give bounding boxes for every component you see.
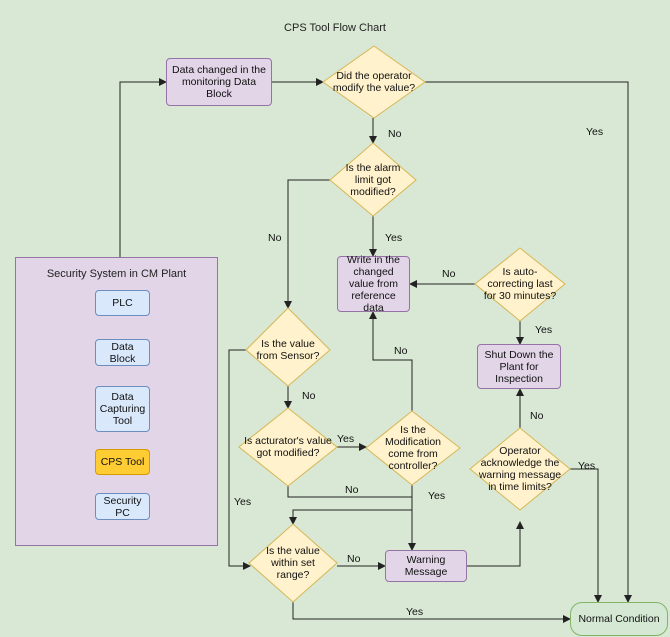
diamond-operator-ack xyxy=(469,427,571,511)
normal-condition-node: Normal Condition xyxy=(570,602,668,636)
label-alarm-yes: Yes xyxy=(385,232,403,244)
diamond-operator-modify xyxy=(322,45,426,119)
diamond-from-sensor xyxy=(245,307,331,387)
shut-down-node: Shut Down the Plant for Inspection xyxy=(477,344,561,389)
security-pc-node: Security PC xyxy=(95,493,150,520)
diamond-auto-correcting xyxy=(474,247,566,322)
label-operator-yes: Yes xyxy=(586,126,604,138)
edge-warning-to-ack xyxy=(467,521,524,567)
security-system-title: Security System in CM Plant xyxy=(46,268,187,280)
label-auto-yes: Yes xyxy=(535,324,553,336)
cps-tool-node: CPS Tool xyxy=(95,449,150,475)
warning-message-node: Warning Message xyxy=(385,550,467,582)
plc-node: PLC xyxy=(95,290,150,316)
alarm-limit-text: Is the alarm limit got modified? xyxy=(345,162,401,198)
label-auto-no: No xyxy=(442,268,456,280)
edge-range-yes xyxy=(292,602,571,623)
label-actuator-yes: Yes xyxy=(337,433,355,445)
operator-modify-text: Did the operator modify the value? xyxy=(332,70,416,94)
label-actuator-no: No xyxy=(345,484,359,496)
auto-correcting-text: Is auto-correcting last for 30 minutes? xyxy=(483,266,557,302)
diamond-actuator-modified xyxy=(238,407,338,487)
label-ack-yes: Yes xyxy=(578,460,596,472)
diamond-alarm-limit xyxy=(329,142,417,217)
data-block-node: Data Block xyxy=(95,339,150,366)
data-changed-node: Data changed in the monitoring Data Bloc… xyxy=(166,58,272,106)
label-operator-no: No xyxy=(388,128,402,140)
actuator-modified-text: Is acturator's value got modified? xyxy=(244,435,332,459)
edge-sensor-yes xyxy=(228,349,251,570)
label-range-no: No xyxy=(347,553,361,565)
label-modification-yes: Yes xyxy=(428,490,446,502)
label-range-yes: Yes xyxy=(406,606,424,618)
data-capturing-tool-node: Data Capturing Tool xyxy=(95,386,150,432)
label-alarm-no: No xyxy=(268,232,282,244)
edge-system-to-data-changed xyxy=(119,78,167,257)
modification-controller-text: Is the Modification come from controller… xyxy=(384,424,442,472)
chart-title: CPS Tool Flow Chart xyxy=(284,22,386,34)
edge-ack-yes xyxy=(570,468,602,603)
within-range-text: Is the value within set range? xyxy=(266,545,320,581)
edge-operator-yes xyxy=(425,81,632,603)
write-value-node: Write in the changed value from referenc… xyxy=(337,254,410,314)
label-ack-no: No xyxy=(530,410,544,422)
diamond-modification-controller xyxy=(365,410,461,486)
edge-actuator-no xyxy=(287,486,416,551)
label-sensor-yes: Yes xyxy=(234,496,252,508)
diamond-within-range xyxy=(248,523,338,603)
label-sensor-no: No xyxy=(302,390,316,402)
operator-ack-text: Operator acknowledge the warning message… xyxy=(478,445,562,493)
edge-modification-no xyxy=(369,311,413,411)
label-modification-no: No xyxy=(394,345,408,357)
from-sensor-text: Is the value from Sensor? xyxy=(256,338,320,362)
edge-alarm-no xyxy=(284,179,330,309)
edge-modification-yes xyxy=(289,485,413,525)
